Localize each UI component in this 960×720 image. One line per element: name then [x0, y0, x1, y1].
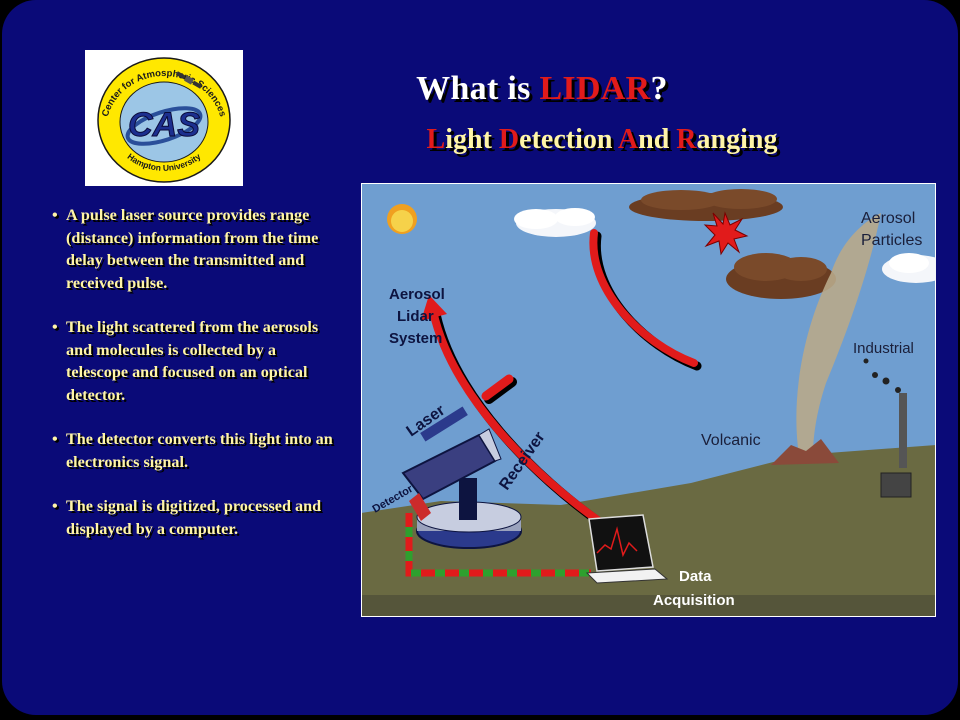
bullet-text: The signal is digitized, processed and d… [66, 497, 322, 538]
label-lidar-system-3: System [389, 330, 442, 347]
bullet-symbol: • [52, 206, 58, 224]
subtitle-rest-d: etection [519, 124, 618, 155]
laser-beam [429, 307, 603, 525]
label-acquisition: Acquisition [653, 592, 735, 609]
sun-icon [387, 204, 417, 234]
volcanic-plume [796, 213, 881, 455]
title-suffix: ? [650, 70, 668, 107]
volcano-icon [771, 439, 839, 465]
label-industrial: Industrial [853, 340, 914, 357]
title-prefix: What is [416, 70, 540, 107]
label-aerosol-particles-2: Particles [861, 232, 922, 249]
bullet-list: • A pulse laser source provides range (di… [52, 204, 337, 562]
bullet-text: The detector converts this light into an… [66, 430, 333, 471]
cloud-icon [514, 208, 596, 237]
arrowhead-icon [421, 295, 447, 321]
subtitle-rest-r: anging [696, 124, 778, 155]
subtitle-rest-a: nd [638, 124, 677, 155]
label-data: Data [679, 568, 712, 585]
cas-logo: Center for Atmospheric Sciences Hampton … [85, 50, 243, 186]
label-lidar-system-2: Lidar [397, 308, 434, 325]
bullet-symbol: • [52, 430, 58, 448]
bullet-text: A pulse laser source provides range (dis… [66, 206, 319, 292]
page-subtitle: Light Detection And Ranging [352, 124, 852, 156]
bullet-symbol: • [52, 318, 58, 336]
cloud-icon [882, 253, 936, 283]
satellite-icon [175, 71, 203, 89]
logo-initials: CAS [128, 106, 200, 144]
subtitle-cap-d: D [498, 124, 520, 155]
label-lidar-system-1: Aerosol [389, 286, 445, 303]
bullet-text: The light scattered from the aerosols an… [66, 318, 319, 404]
lidar-diagram: Aerosol Particles Aerosol Lidar System I… [361, 183, 936, 617]
lidar-telescope [401, 406, 522, 549]
bullet-item: • The detector converts this light into a… [52, 428, 337, 473]
computer-icon [585, 514, 669, 584]
scatter-burst-icon [703, 211, 749, 256]
subtitle-cap-a: A [617, 124, 639, 155]
bullet-symbol: • [52, 497, 58, 515]
return-beam-segment [481, 374, 514, 401]
bullet-item: • The light scattered from the aerosols a… [52, 316, 337, 406]
title-highlight: LIDAR [539, 70, 651, 107]
page-title: What is LIDAR? [332, 70, 752, 108]
bullet-item: • A pulse laser source provides range (di… [52, 204, 337, 294]
factory-icon [863, 358, 912, 498]
label-volcanic: Volcanic [701, 432, 761, 449]
label-aerosol-particles-1: Aerosol [861, 210, 915, 227]
cloud-icon [629, 189, 783, 221]
subtitle-cap-l: L [426, 124, 446, 155]
subtitle-rest-l: ight [445, 124, 499, 155]
cloud-icon [726, 253, 836, 299]
subtitle-cap-r: R [676, 124, 697, 155]
bullet-item: • The signal is digitized, processed and … [52, 495, 337, 540]
return-beam-upper [589, 229, 698, 367]
